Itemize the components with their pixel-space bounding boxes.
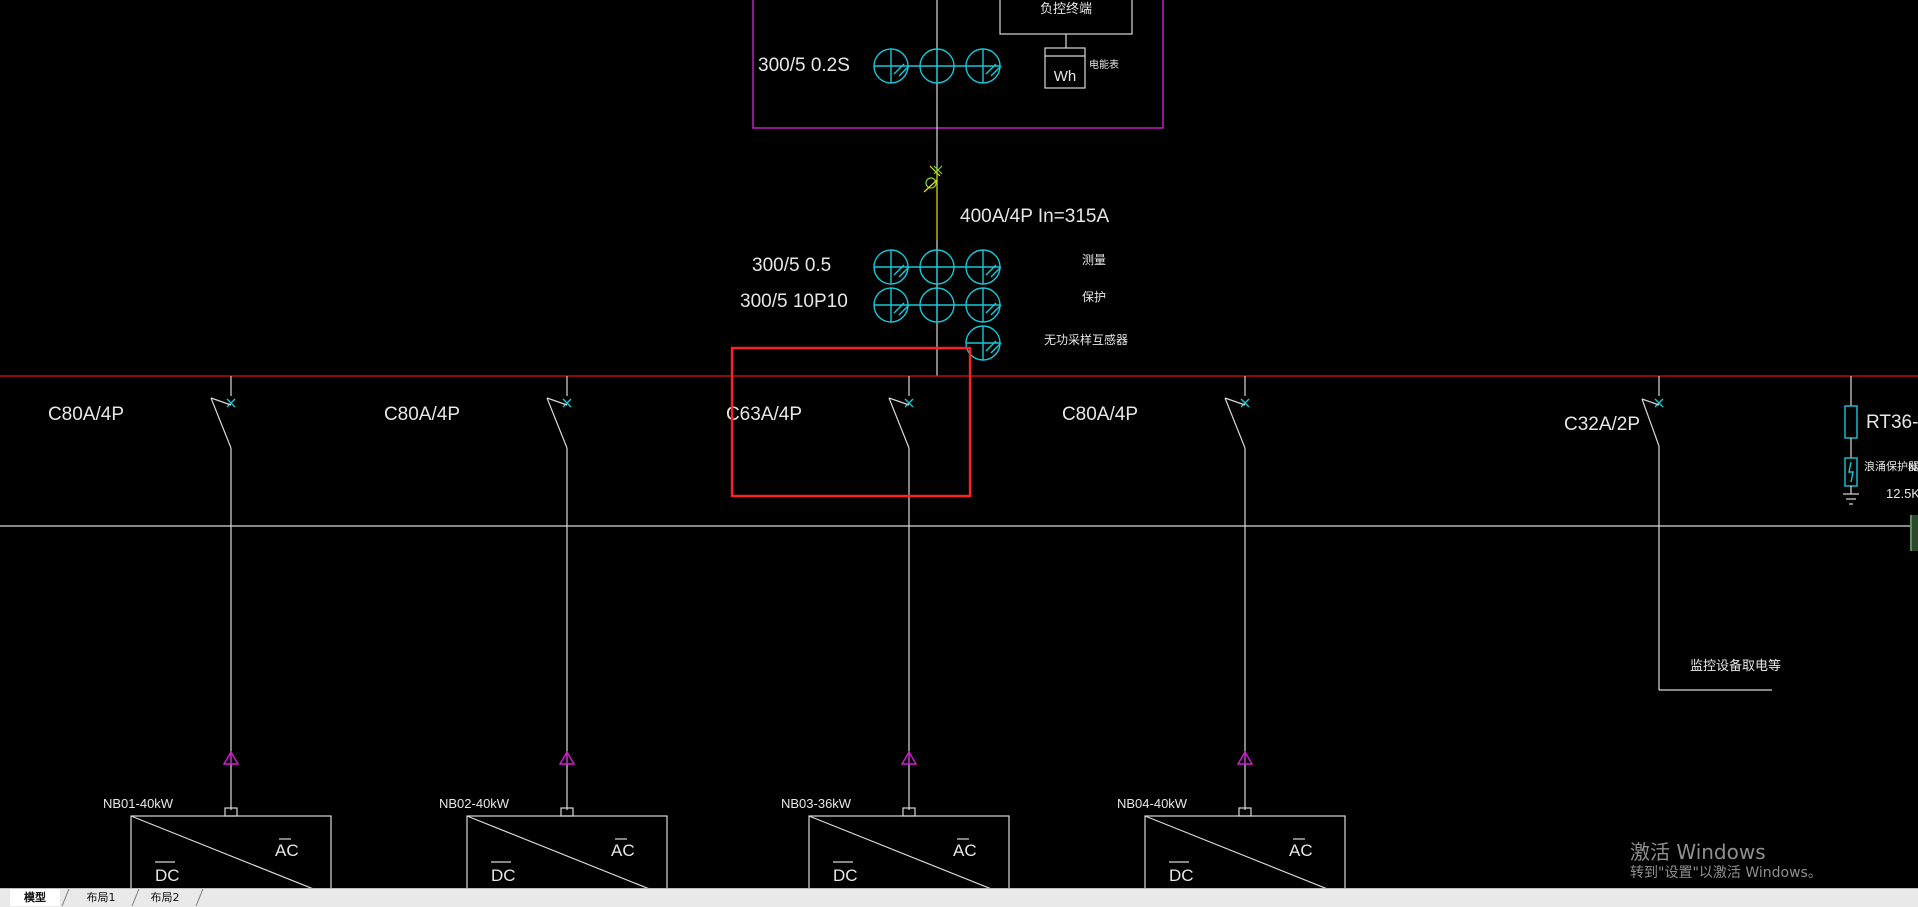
inverter-name: NB04-40kW — [1117, 796, 1188, 811]
feeder-breaker-rating: C80A/4P — [48, 404, 124, 425]
inverter-ac-label: AC — [953, 841, 977, 860]
ct-protect-label: 保护 — [1082, 290, 1106, 304]
inverter-box — [808, 815, 1010, 888]
inverter-name: NB01-40kW — [103, 796, 174, 811]
surge-spd-label: 浪涌保护器 — [1864, 459, 1918, 473]
inverter-name: NB03-36kW — [781, 796, 852, 811]
aux-breaker-rating: C32A/2P — [1564, 414, 1640, 435]
ct-group-reactive — [965, 325, 1002, 361]
ct-top-rating: 300/5 0.2S — [758, 55, 850, 76]
watermark-subtitle: 转到"设置"以激活 Windows。 — [1630, 865, 1822, 881]
windows-activation-watermark: 激活 Windows 转到"设置"以激活 Windows。 — [1630, 840, 1822, 882]
aux-feeder — [1641, 376, 1772, 691]
ct-group-protect — [873, 287, 1002, 323]
remote-terminal-label: 负控终端 — [1040, 1, 1092, 17]
inverter-ac-label: AC — [1289, 841, 1313, 860]
inverter-name: NB02-40kW — [439, 796, 510, 811]
feeder-breaker-rating: C80A/4P — [384, 404, 460, 425]
ct-group-measure — [873, 249, 1002, 285]
energy-meter-label: 电能表 — [1089, 58, 1119, 71]
layout-tab-bar: 模型 布局1 布局2 — [0, 888, 1918, 907]
inverter-dc-label: DC — [155, 866, 180, 885]
surge-fuse-label: RT36-0 — [1866, 412, 1918, 433]
highlight-rectangle — [730, 346, 972, 498]
ct-protect-rating: 300/5 10P10 — [740, 291, 848, 312]
tab-layout-2[interactable]: 布局2 — [136, 889, 204, 906]
feeder-2: C80A/4P NB02-40kW AC DC — [384, 376, 668, 888]
main-breaker-rating: 400A/4P In=315A — [960, 206, 1109, 227]
tab-model-label: 模型 — [24, 891, 46, 904]
feeder-4: C80A/4P NB04-40kW AC DC — [1062, 376, 1346, 888]
tab-layout-2-label: 布局2 — [150, 891, 180, 904]
feeder-breaker-rating: C80A/4P — [1062, 404, 1138, 425]
inverter-dc-label: DC — [1169, 866, 1194, 885]
right-edge-marker — [1910, 515, 1918, 551]
surge-spd-suffix: N — [1908, 460, 1917, 474]
surge-spd-value: 12.5K — [1886, 486, 1918, 501]
inverter-dc-label: DC — [491, 866, 516, 885]
surge-branch — [1843, 376, 1859, 505]
ct-group-top — [873, 48, 1002, 84]
ct-measure-label: 测量 — [1082, 253, 1106, 267]
tab-model[interactable]: 模型 — [10, 889, 70, 906]
feeder-3: C63A/4P NB03-36kW AC DC — [726, 376, 1010, 888]
feeder-breaker-rating: C63A/4P — [726, 404, 802, 425]
inverter-ac-label: AC — [275, 841, 299, 860]
tab-layout-1-label: 布局1 — [86, 891, 116, 904]
energy-meter-symbol: Wh — [1054, 68, 1077, 85]
feeder-group: C80A/4P NB01-40kW AC DC C80A/4P NB02-40kW AC DC… — [48, 376, 1346, 888]
inverter-ac-label: AC — [611, 841, 635, 860]
main-breaker-symbol — [923, 165, 943, 193]
reactive-ct-label: 无功采样互感器 — [1044, 332, 1128, 347]
tab-layout-1[interactable]: 布局1 — [72, 889, 140, 906]
inverter-box — [130, 815, 332, 888]
meter-cabinet-box — [752, 0, 1164, 129]
inverter-dc-label: DC — [833, 866, 858, 885]
inverter-box — [466, 815, 668, 888]
energy-meter-box — [1044, 47, 1086, 89]
watermark-title: 激活 Windows — [1630, 840, 1766, 864]
feeder-1: C80A/4P NB01-40kW AC DC — [48, 376, 332, 888]
inverter-box — [1144, 815, 1346, 888]
ct-measure-rating: 300/5 0.5 — [752, 255, 831, 276]
aux-load-label: 监控设备取电等 — [1690, 658, 1781, 674]
cad-drawing-canvas[interactable]: 负控终端 Wh 电能表 300/5 0.2S 400A/4P In=315A 3… — [0, 0, 1918, 888]
